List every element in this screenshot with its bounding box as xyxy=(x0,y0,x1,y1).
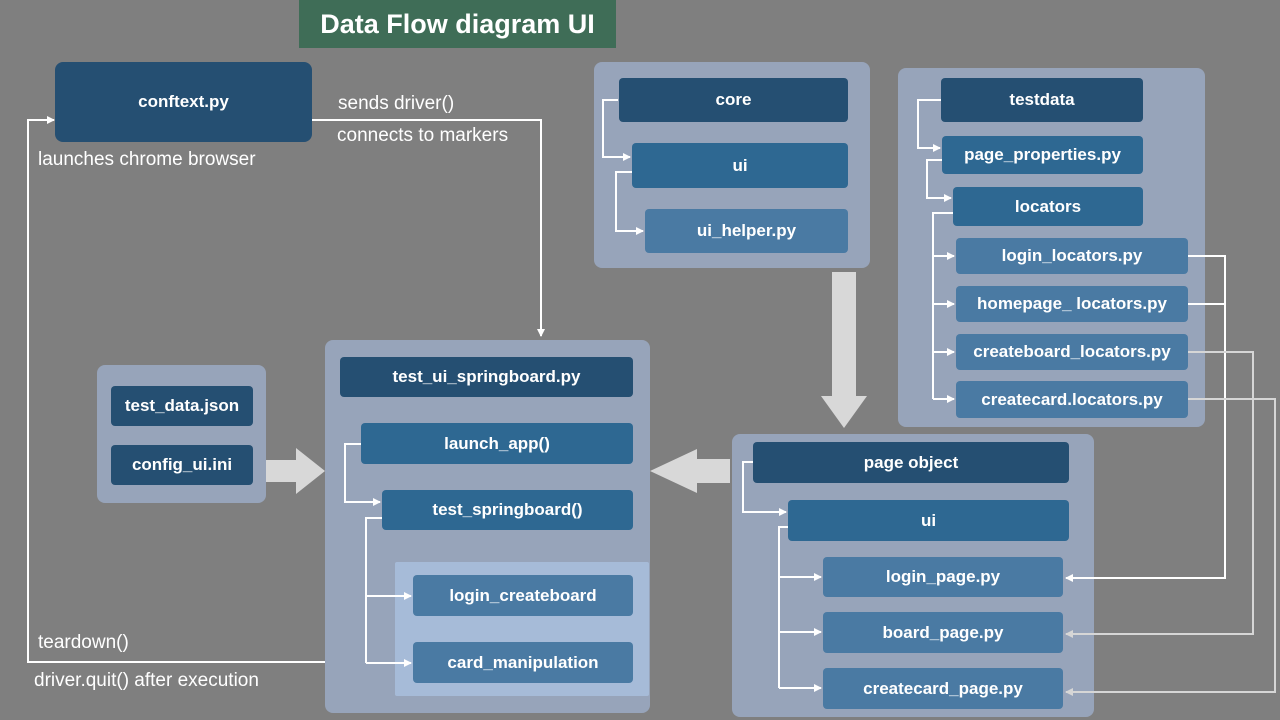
createboard-locators-node: createboard_locators.py xyxy=(956,334,1188,370)
board-page-node: board_page.py xyxy=(823,612,1063,653)
createcard-page-node: createcard_page.py xyxy=(823,668,1063,709)
launches-browser-label: launches chrome browser xyxy=(38,149,256,170)
core-node: core xyxy=(619,78,848,122)
sends-driver-connector xyxy=(312,119,545,337)
homepage-locators-node: homepage_ locators.py xyxy=(956,286,1188,322)
page-object-ui-node: ui xyxy=(788,500,1069,541)
sends-driver-label: sends driver() xyxy=(338,93,455,114)
launch-app-node: launch_app() xyxy=(361,423,633,464)
login-createboard-node: login_createboard xyxy=(413,575,633,616)
ui-helper-node: ui_helper.py xyxy=(645,209,848,253)
page-properties-node: page_properties.py xyxy=(942,136,1143,174)
createcard-locators-to-createcard-page-connector xyxy=(1065,398,1276,696)
locators-node: locators xyxy=(953,187,1143,226)
conftest-node: conftext.py xyxy=(55,62,312,142)
driver-quit-label: driver.quit() after execution xyxy=(34,670,259,691)
card-manipulation-node: card_manipulation xyxy=(413,642,633,683)
page-object-node: page object xyxy=(753,442,1069,483)
inputs-right-block-arrow xyxy=(266,448,325,494)
test-ui-springboard-node: test_ui_springboard.py xyxy=(340,357,633,397)
teardown-label: teardown() xyxy=(38,632,129,653)
diagram-title: Data Flow diagram UI xyxy=(299,0,616,48)
core-down-block-arrow xyxy=(821,272,867,428)
core-ui-node: ui xyxy=(632,143,848,188)
login-locators-node: login_locators.py xyxy=(956,238,1188,274)
createcard-locators-node: createcard.locators.py xyxy=(956,381,1188,418)
page-object-left-block-arrow xyxy=(650,449,730,493)
login-page-node: login_page.py xyxy=(823,557,1063,597)
test-data-json-node: test_data.json xyxy=(111,386,253,426)
testdata-node: testdata xyxy=(941,78,1143,122)
test-springboard-node: test_springboard() xyxy=(382,490,633,530)
config-ui-ini-node: config_ui.ini xyxy=(111,445,253,485)
connects-markers-label: connects to markers xyxy=(337,125,509,146)
